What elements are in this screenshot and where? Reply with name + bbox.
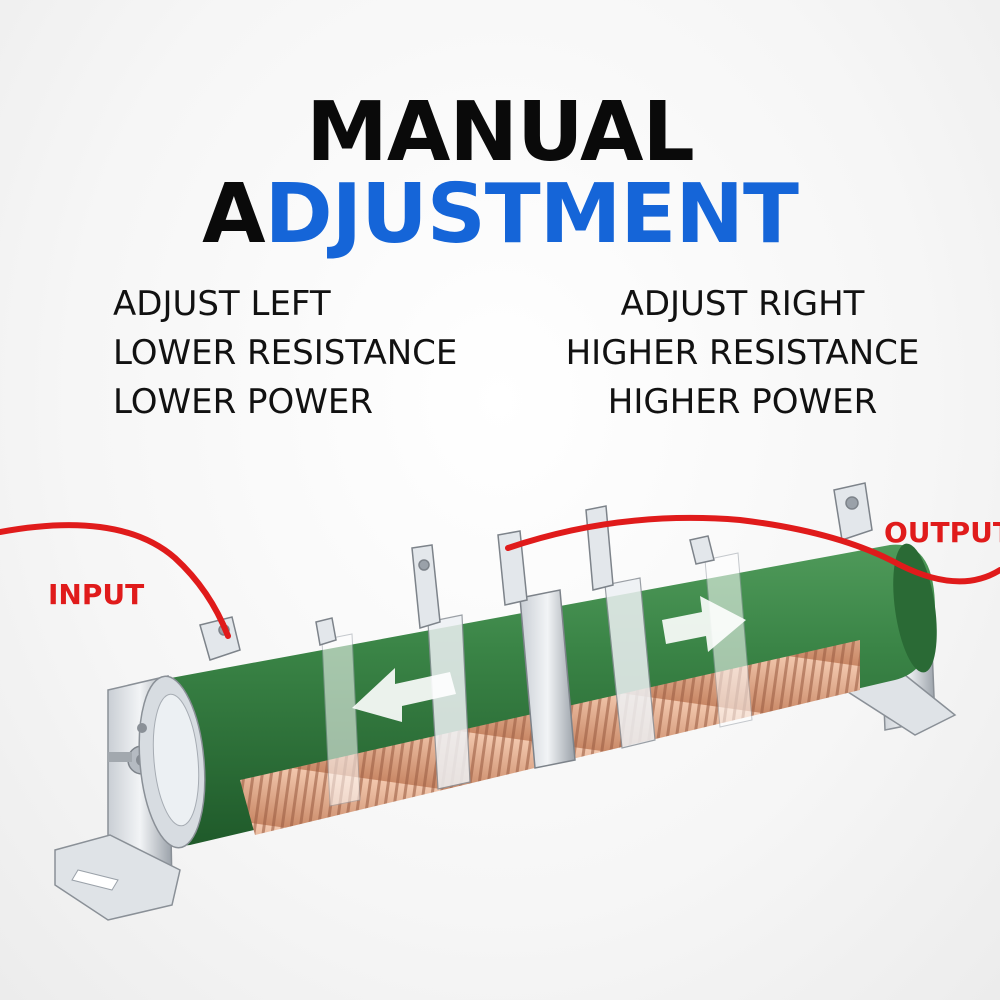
right-arrow-icon — [662, 596, 746, 652]
output-wire — [505, 514, 1000, 585]
title-part-dark: MANUAL A — [202, 85, 695, 262]
left-line-3: LOWER POWER — [113, 382, 374, 422]
left-description: ADJUST LEFT LOWER RESISTANCE LOWER POWER — [113, 280, 457, 427]
page-title: MANUAL ADJUSTMENT — [0, 92, 1000, 256]
right-line-1: ADJUST RIGHT — [620, 284, 865, 324]
clamp-bands — [321, 552, 753, 807]
right-line-2: HIGHER RESISTANCE — [565, 333, 920, 373]
input-wire — [0, 522, 231, 639]
right-line-3: HIGHER POWER — [607, 382, 878, 422]
left-line-2: LOWER RESISTANCE — [113, 333, 458, 373]
left-line-1: ADJUST LEFT — [113, 284, 331, 324]
left-bracket — [54, 675, 181, 921]
input-label: INPUT — [48, 578, 145, 611]
right-description: ADJUST RIGHT HIGHER RESISTANCE HIGHER PO… — [560, 280, 925, 427]
output-label: OUTPUT — [884, 516, 1000, 549]
title-part-blue: DJUSTMENT — [264, 167, 799, 262]
left-arrow-icon — [352, 668, 456, 722]
terminal-tabs — [199, 482, 873, 661]
